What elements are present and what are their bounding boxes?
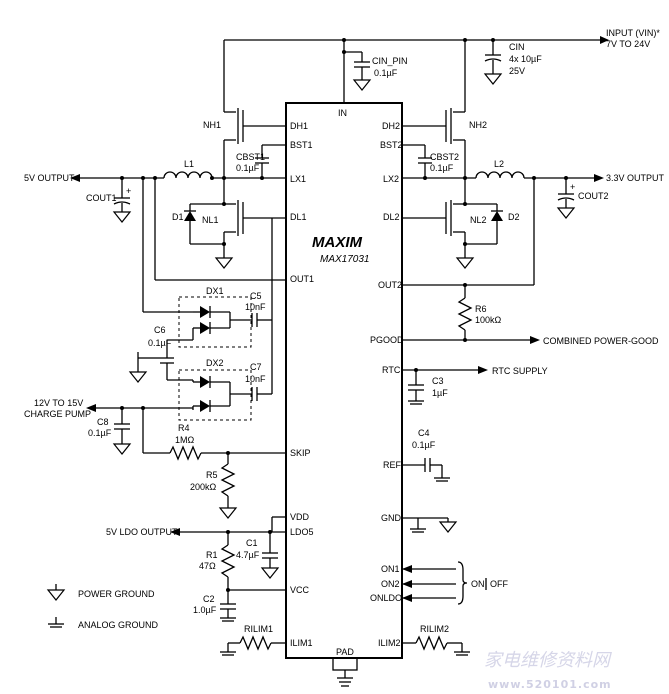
c5-label: C5 bbox=[250, 291, 262, 301]
c3-label: C3 bbox=[432, 376, 444, 386]
on-label: ON bbox=[471, 579, 485, 589]
pad-pin bbox=[332, 657, 358, 671]
l2-label: L2 bbox=[494, 159, 504, 169]
cbst2-label: CBST2 bbox=[430, 152, 459, 162]
pin-pgood: PGOOD bbox=[370, 335, 404, 345]
pin-out2: OUT2 bbox=[378, 280, 402, 290]
out5v-label: 5V OUTPUT bbox=[24, 173, 75, 183]
pin-dl2: DL2 bbox=[383, 212, 400, 222]
charge-pump-label1: 12V TO 15V bbox=[34, 398, 83, 408]
pin-bst1: BST1 bbox=[290, 140, 313, 150]
c5-val: 10nF bbox=[245, 302, 266, 312]
cin-label: CIN bbox=[509, 42, 525, 52]
pin-in: IN bbox=[338, 108, 347, 118]
svg-text:+: + bbox=[570, 182, 575, 192]
pin-on1: ON1 bbox=[381, 564, 400, 574]
pin-onldo: ONLDO bbox=[370, 593, 402, 603]
pin-skip: SKIP bbox=[290, 448, 311, 458]
l1-label: L1 bbox=[184, 159, 194, 169]
pin-on2: ON2 bbox=[381, 579, 400, 589]
d2-label: D2 bbox=[508, 212, 520, 222]
pin-pad: PAD bbox=[336, 647, 354, 657]
svg-text:+: + bbox=[126, 186, 131, 196]
cout2-label: COUT2 bbox=[578, 191, 609, 201]
watermark: 家电维修资料网 bbox=[484, 650, 612, 671]
nh1-label: NH1 bbox=[203, 120, 221, 130]
cin-pin-label: CIN_PIN bbox=[372, 56, 408, 66]
pin-ilim1: ILIM1 bbox=[290, 638, 313, 648]
nl2-label: NL2 bbox=[470, 215, 487, 225]
ic-body bbox=[285, 102, 403, 659]
ic-brand: MAXIM bbox=[312, 234, 363, 251]
r4-label: R4 bbox=[178, 423, 190, 433]
pin-ldo5: LDO5 bbox=[290, 527, 314, 537]
pin-out1: OUT1 bbox=[290, 274, 314, 284]
c4-val: 0.1µF bbox=[412, 440, 436, 450]
c8-val: 0.1µF bbox=[88, 428, 112, 438]
r1-label: R1 bbox=[206, 550, 218, 560]
cbst1-val: 0.1µF bbox=[236, 163, 260, 173]
dx1-label: DX1 bbox=[206, 286, 224, 296]
pin-rtc: RTC bbox=[382, 365, 401, 375]
c1-val: 4.7µF bbox=[236, 550, 260, 560]
d1-label: D1 bbox=[172, 212, 184, 222]
c3-val: 1µF bbox=[432, 388, 448, 398]
legend-analog: ANALOG GROUND bbox=[78, 620, 159, 630]
pin-vdd: VDD bbox=[290, 512, 310, 522]
pgood-out-label: COMBINED POWER-GOOD bbox=[543, 336, 659, 346]
c1-label: C1 bbox=[246, 538, 258, 548]
r5-label: R5 bbox=[206, 470, 218, 480]
pin-dl1: DL1 bbox=[290, 212, 307, 222]
r4-val: 1MΩ bbox=[175, 435, 195, 445]
c6-val: 0.1µF bbox=[148, 338, 172, 348]
out33v-label: 3.3V OUTPUT bbox=[606, 173, 665, 183]
c2-label: C2 bbox=[203, 594, 215, 604]
pin-lx1: LX1 bbox=[290, 174, 306, 184]
cout1-label: COUT1 bbox=[86, 193, 117, 203]
c6-label: C6 bbox=[154, 325, 166, 335]
pin-dh2: DH2 bbox=[382, 121, 400, 131]
cbst2-val: 0.1µF bbox=[430, 163, 454, 173]
off-label: OFF bbox=[490, 579, 508, 589]
rilim2-label: RILIM2 bbox=[420, 624, 449, 634]
dx2-label: DX2 bbox=[206, 358, 224, 368]
nh2-label: NH2 bbox=[469, 120, 487, 130]
c4-label: C4 bbox=[418, 428, 430, 438]
c7-label: C7 bbox=[250, 362, 262, 372]
cin-val1: 4x 10µF bbox=[509, 54, 542, 64]
ic-part: MAX17031 bbox=[320, 254, 369, 265]
pin-lx2: LX2 bbox=[383, 174, 399, 184]
r6-label: R6 bbox=[475, 304, 487, 314]
r1-val: 47Ω bbox=[199, 561, 216, 571]
c8-label: C8 bbox=[97, 417, 109, 427]
r6-val: 100kΩ bbox=[475, 315, 502, 325]
pin-ilim2: ILIM2 bbox=[378, 638, 401, 648]
r5-val: 200kΩ bbox=[190, 482, 217, 492]
ldo-out-label: 5V LDO OUTPUT bbox=[106, 527, 178, 537]
charge-pump-label2: CHARGE PUMP bbox=[24, 409, 91, 419]
pin-dh1: DH1 bbox=[290, 121, 308, 131]
input-range: 7V TO 24V bbox=[606, 39, 650, 49]
cin-val2: 25V bbox=[509, 66, 525, 76]
c2-val: 1.0µF bbox=[193, 605, 217, 615]
cin-pin-val: 0.1µF bbox=[374, 68, 398, 78]
watermark-url: www.520101.com bbox=[488, 678, 612, 691]
pin-ref: REF bbox=[383, 460, 402, 470]
input-label: INPUT (VIN)* bbox=[606, 28, 660, 38]
c7-val: 10nF bbox=[245, 374, 266, 384]
rilim1-label: RILIM1 bbox=[244, 624, 273, 634]
cbst1-label: CBST1 bbox=[236, 152, 265, 162]
legend-power: POWER GROUND bbox=[78, 589, 155, 599]
rtc-out-label: RTC SUPPLY bbox=[492, 366, 548, 376]
pin-vcc: VCC bbox=[290, 585, 310, 595]
pin-bst2: BST2 bbox=[380, 140, 403, 150]
nl1-label: NL1 bbox=[202, 215, 219, 225]
pin-gnd: GND bbox=[381, 513, 402, 523]
